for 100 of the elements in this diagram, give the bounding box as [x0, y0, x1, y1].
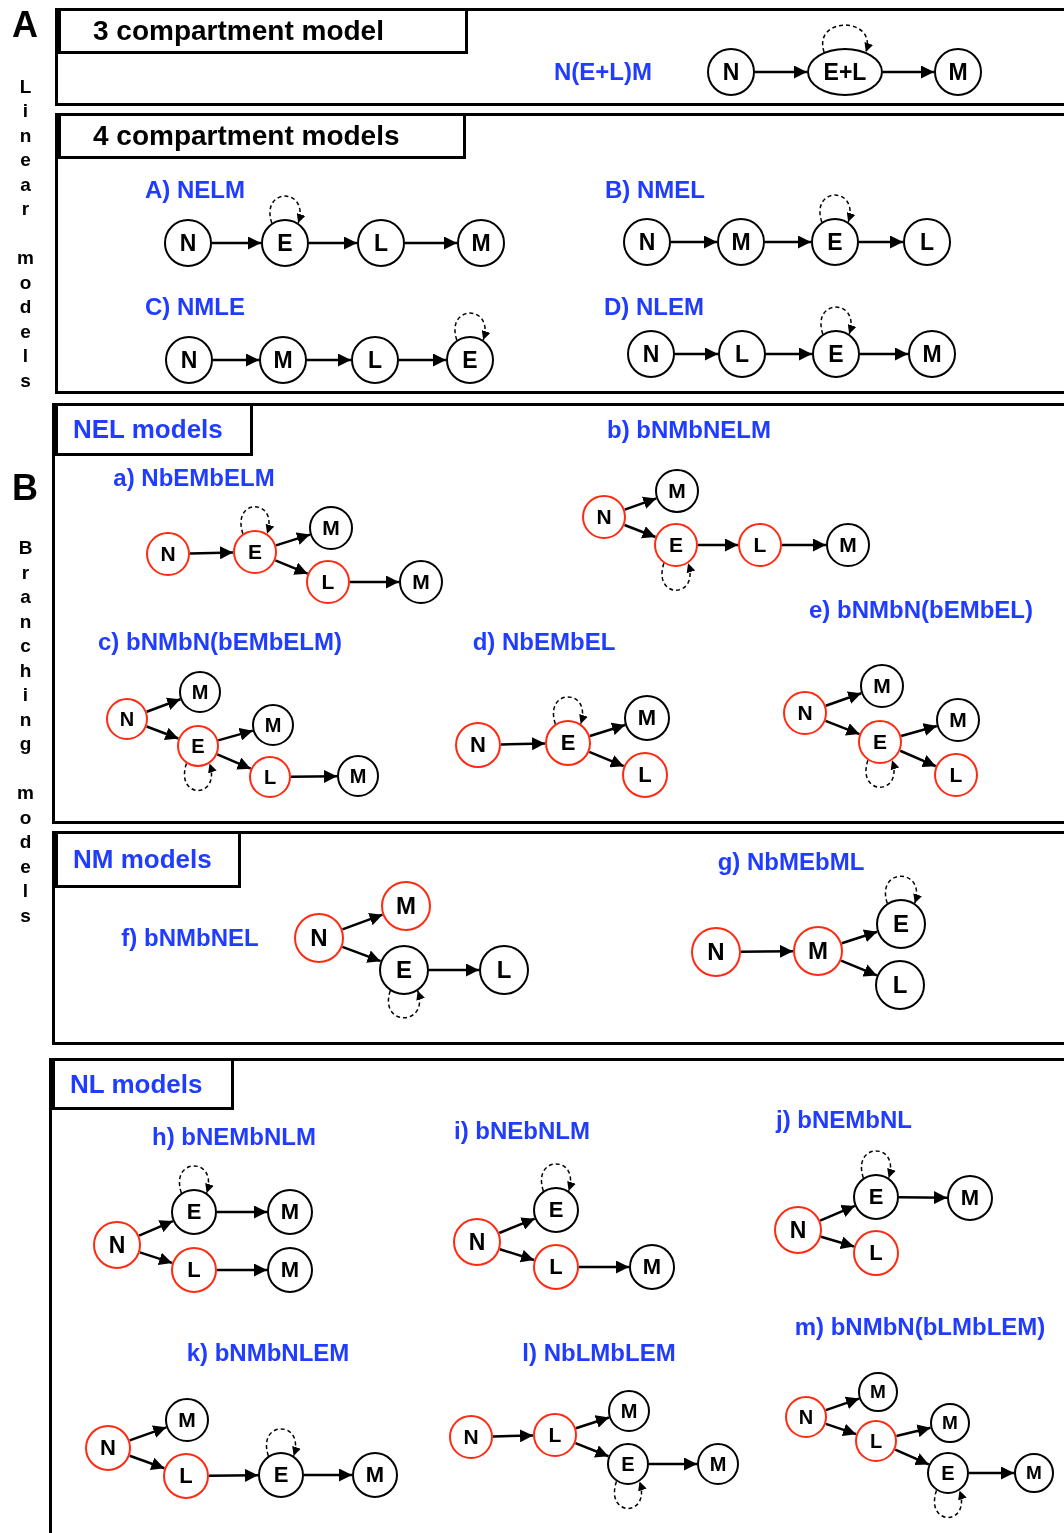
arrow: [217, 1263, 267, 1277]
compartment-circle: M: [624, 695, 670, 741]
arrow: [217, 1205, 267, 1219]
compartment-circle: L: [357, 219, 405, 267]
self-loop-arrow: [865, 759, 899, 788]
compartment-circle: L: [479, 945, 529, 995]
compartment-circle: E: [876, 899, 926, 949]
compartment-circle: M: [858, 1372, 898, 1412]
compartment-circle: N: [627, 330, 675, 378]
arrow: [307, 353, 351, 367]
compartment-circle: N: [785, 1396, 827, 1438]
arrow: [766, 347, 812, 361]
arrow: [309, 236, 357, 250]
compartment-circle: L: [533, 1244, 579, 1290]
arrow: [883, 65, 934, 79]
compartment-circle: L: [853, 1230, 899, 1276]
compartment-circle: N: [85, 1425, 131, 1471]
compartment-circle: L: [855, 1420, 897, 1462]
compartment-circle: E: [379, 945, 429, 995]
model-name: a) NbEMbELM: [113, 464, 275, 492]
self-loop-arrow: [884, 875, 921, 904]
model-name: B) NMEL: [605, 176, 705, 204]
compartment-circle: M: [309, 506, 353, 550]
compartment-circle: N: [165, 336, 213, 384]
arrow: [138, 1219, 174, 1237]
arrow: [860, 347, 908, 361]
self-loop-arrow: [387, 990, 424, 1019]
compartment-circle: E: [446, 336, 494, 384]
compartment-circle: M: [936, 698, 980, 742]
compartment-circle: E: [171, 1189, 217, 1235]
compartment-circle: M: [381, 881, 431, 931]
compartment-circle: L: [351, 336, 399, 384]
self-loop-arrow: [661, 562, 695, 591]
model-name: d) NbEMbEL: [472, 628, 616, 656]
arrow: [291, 769, 337, 783]
arrow: [274, 559, 309, 575]
panel-frame: [52, 831, 1064, 1045]
arrow: [216, 753, 252, 770]
compartment-circle: E: [927, 1452, 969, 1494]
compartment-circle: M: [165, 1398, 209, 1442]
arrow: [825, 719, 860, 736]
arrow: [209, 1468, 258, 1482]
arrow: [624, 496, 657, 511]
compartment-circle: E: [258, 1452, 304, 1498]
compartment-circle: L: [903, 218, 951, 266]
arrow: [129, 1454, 165, 1470]
arrow: [859, 235, 903, 249]
compartment-circle: M: [934, 48, 982, 96]
compartment-circle: M: [655, 469, 699, 513]
model-name: A) NELM: [145, 176, 245, 204]
panel-heading: NL models: [52, 1058, 234, 1110]
arrow: [675, 347, 718, 361]
compartment-circle: L: [718, 330, 766, 378]
arrow: [579, 1260, 629, 1274]
compartment-circle: M: [259, 336, 307, 384]
arrow: [896, 1424, 931, 1438]
compartment-circle: M: [267, 1189, 313, 1235]
panel-heading: 4 compartment models: [58, 113, 466, 159]
compartment-circle: M: [860, 664, 904, 708]
compartment-circle: N: [294, 913, 344, 963]
compartment-circle: L: [249, 756, 291, 798]
compartment-circle: E: [545, 720, 591, 766]
arrow: [624, 523, 656, 539]
panel-letter: A: [12, 4, 38, 46]
model-name: c) bNMbN(bEMbELM): [98, 628, 342, 656]
arrow: [575, 1415, 610, 1430]
compartment-circle: M: [337, 755, 379, 797]
compartment-circle: E: [654, 523, 698, 567]
arrow: [500, 737, 546, 751]
compartment-circle: M: [947, 1175, 993, 1221]
compartment-circle: L: [163, 1453, 209, 1499]
arrow: [213, 353, 259, 367]
arrow: [894, 1448, 930, 1466]
self-loop-arrow: [933, 1489, 966, 1519]
arrow: [899, 749, 937, 768]
arrow: [575, 1441, 609, 1458]
arrow: [840, 959, 878, 977]
model-name: l) NbLMbLEM: [522, 1339, 676, 1367]
arrow: [498, 1217, 536, 1235]
panel-frame: [55, 113, 1064, 394]
compartment-circle: N: [146, 532, 190, 576]
compartment-circle: L: [306, 560, 350, 604]
compartment-circle: E: [261, 219, 309, 267]
arrow: [825, 691, 862, 707]
compartment-circle: L: [738, 523, 782, 567]
section-title: Branching models: [14, 537, 36, 929]
model-name: f) bNMbNEL: [121, 924, 259, 952]
compartment-circle: M: [697, 1443, 739, 1485]
compartment-circle: M: [267, 1247, 313, 1293]
arrow: [129, 1425, 167, 1442]
panel-heading: NEL models: [55, 403, 253, 456]
arrow: [499, 1248, 535, 1263]
arrow: [741, 944, 793, 958]
compartment-circle: M: [457, 219, 505, 267]
compartment-circle: L: [622, 752, 668, 798]
arrow: [765, 235, 811, 249]
arrow: [755, 65, 807, 79]
arrow: [969, 1466, 1014, 1480]
compartment-circle: E: [811, 218, 859, 266]
arrow: [399, 353, 446, 367]
